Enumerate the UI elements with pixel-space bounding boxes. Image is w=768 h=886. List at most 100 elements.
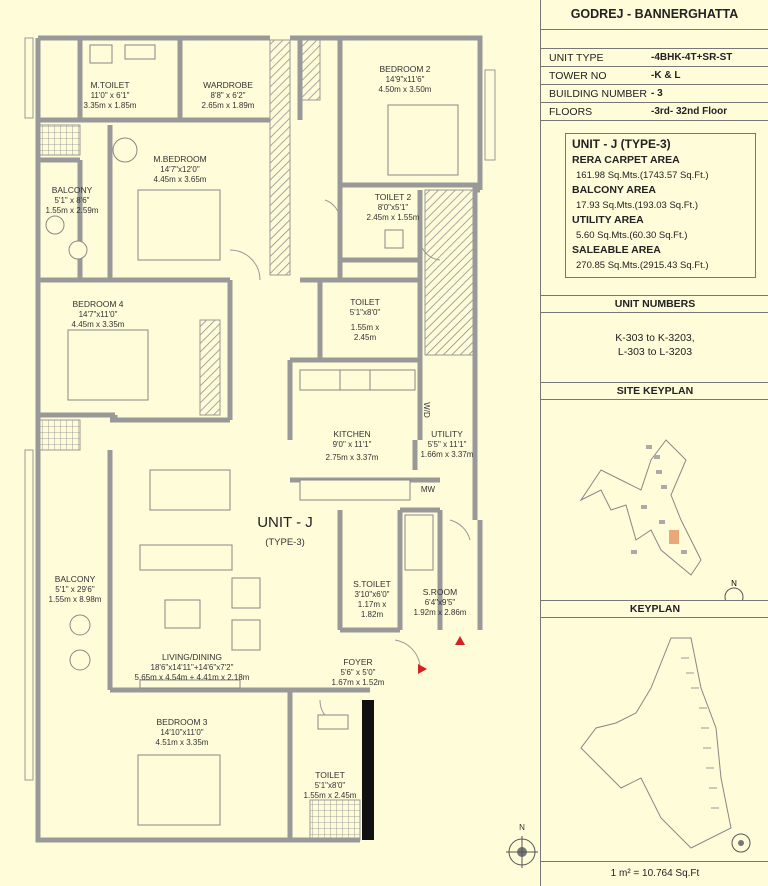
area-label-utility: UTILITY AREA: [572, 214, 644, 226]
window-left-top: [24, 37, 34, 119]
area-box: UNIT - J (TYPE-3) RERA CARPET AREA 161.9…: [565, 133, 756, 278]
balcony-grille: [39, 124, 81, 156]
highlighted-tower: [669, 530, 679, 544]
site-keyplan-compass-icon: N: [724, 579, 744, 607]
furniture: [45, 44, 459, 826]
armchair-2: [231, 619, 261, 651]
info-panel: GODREJ - BANNERGHATTA UNIT TYPE-4BHK-4T+…: [540, 0, 768, 886]
label-utility: UTILITY: [431, 429, 463, 439]
svg-text:1.55m x 2.59m: 1.55m x 2.59m: [46, 206, 99, 215]
basin-m-toilet: [124, 44, 156, 60]
label-foyer: FOYER: [343, 657, 372, 667]
svg-text:2.65m x 1.89m: 2.65m x 1.89m: [202, 101, 255, 110]
svg-text:18'6"x14'11"+14'6"x7'2": 18'6"x14'11"+14'6"x7'2": [151, 663, 234, 672]
label-balcony-1: BALCONY: [52, 185, 93, 195]
area-label-balcony: BALCONY AREA: [572, 184, 657, 196]
svg-text:6'4"x9'5": 6'4"x9'5": [425, 598, 456, 607]
svg-text:5.65m x 4.54m + 4.41m x 2.18m: 5.65m x 4.54m + 4.41m x 2.18m: [135, 673, 250, 682]
area-value-saleable: 270.85 Sq.Mts.(2915.43 Sq.Ft.): [576, 260, 709, 271]
bed-bedroom3: [137, 754, 221, 826]
label-washer: W/D: [422, 402, 431, 418]
label-m-bedroom: M.BEDROOM: [153, 154, 206, 164]
site-keyplan-title: SITE KEYPLAN: [541, 383, 768, 400]
site-keyplan-map: N: [579, 439, 744, 607]
label-toilet-bottom: TOILET: [315, 770, 345, 780]
label-living-dining: LIVING/DINING: [162, 652, 222, 662]
unit-numbers-section: UNIT NUMBERS K-303 to K-3203, L-303 to L…: [541, 295, 768, 381]
svg-text:5'1" x 8'6": 5'1" x 8'6": [55, 196, 90, 205]
svg-text:11'0" x 6'1": 11'0" x 6'1": [91, 91, 130, 100]
label-microwave: MW: [421, 485, 436, 494]
svg-text:5'5" x 11'1": 5'5" x 11'1": [428, 440, 467, 449]
svg-text:3.35m x 1.85m: 3.35m x 1.85m: [84, 101, 137, 110]
unit-title: UNIT - J: [257, 514, 313, 531]
wc-m-toilet: [89, 44, 113, 64]
svg-text:5'6" x 5'0": 5'6" x 5'0": [341, 668, 376, 677]
area-label-saleable: SALEABLE AREA: [572, 244, 661, 256]
tv-unit: [139, 679, 241, 689]
label-toilet-mid: TOILET: [350, 297, 380, 307]
svg-text:4.51m x 3.35m: 4.51m x 3.35m: [156, 738, 209, 747]
svg-text:4.45m x 3.65m: 4.45m x 3.65m: [154, 175, 207, 184]
bed-m-bedroom: [137, 189, 221, 261]
area-value-balcony: 17.93 Sq.Mts.(193.03 Sq.Ft.): [576, 200, 698, 211]
info-row-floors: FLOORS-3rd- 32nd Floor: [541, 103, 768, 121]
entry-marker-icon-2: [418, 664, 427, 674]
basin-toilet-bottom: [317, 714, 349, 730]
hob: [339, 369, 371, 391]
room-labels: M.TOILET 11'0" x 6'1" 3.35m x 1.85m WARD…: [46, 64, 474, 800]
coffee-table: [164, 599, 201, 629]
label-bedroom3: BEDROOM 3: [156, 717, 207, 727]
svg-text:1.66m x 3.37m: 1.66m x 3.37m: [421, 450, 474, 459]
area-title: UNIT - J (TYPE-3): [572, 137, 671, 151]
svg-text:N: N: [519, 823, 525, 832]
dining-table: [149, 469, 231, 511]
svg-text:4.50m x 3.50m: 4.50m x 3.50m: [379, 85, 432, 94]
label-bedroom4: BEDROOM 4: [72, 299, 123, 309]
unit-numbers-line: L-303 to L-3203: [617, 346, 693, 358]
svg-text:5'1"x8'0": 5'1"x8'0": [350, 308, 381, 317]
label-toilet2: TOILET 2: [375, 192, 412, 202]
floor-plan: M.TOILET 11'0" x 6'1" 3.35m x 1.85m WARD…: [24, 35, 538, 868]
info-row-building: BUILDING NUMBER- 3: [541, 85, 768, 103]
svg-text:1.82m: 1.82m: [361, 610, 384, 619]
window-right: [484, 69, 496, 161]
svg-text:8'0"x5'1": 8'0"x5'1": [378, 203, 409, 212]
label-s-room: S.ROOM: [423, 587, 457, 597]
svg-text:14'7"x11'0": 14'7"x11'0": [79, 310, 118, 319]
scale-note: 1 m² = 10.764 Sq.Ft: [541, 861, 768, 886]
svg-text:2.45m: 2.45m: [354, 333, 377, 342]
label-bedroom2: BEDROOM 2: [379, 64, 430, 74]
svg-text:N: N: [731, 579, 737, 588]
bed-bedroom4: [67, 329, 149, 401]
svg-text:2.45m x 1.55m: 2.45m x 1.55m: [367, 213, 420, 222]
bed-bedroom2: [387, 104, 459, 176]
svg-text:1.55m x 8.98m: 1.55m x 8.98m: [49, 595, 102, 604]
label-m-toilet: M.TOILET: [90, 80, 129, 90]
armchair-1: [231, 577, 261, 609]
window-left-long: [24, 449, 34, 781]
svg-text:9'0" x 11'1": 9'0" x 11'1": [333, 440, 372, 449]
svg-text:1.67m x 1.52m: 1.67m x 1.52m: [332, 678, 385, 687]
svg-text:1.55m x 2.45m: 1.55m x 2.45m: [304, 791, 357, 800]
label-wardrobe: WARDROBE: [203, 80, 253, 90]
svg-text:3'10"x6'0": 3'10"x6'0": [355, 590, 390, 599]
unit-subtitle: (TYPE-3): [265, 537, 305, 548]
sofa: [139, 544, 233, 571]
wc-toilet2: [384, 229, 404, 249]
unit-numbers-line: K-303 to K-3203,: [615, 332, 695, 344]
area-label-rera: RERA CARPET AREA: [572, 154, 680, 166]
keyplan-compass-icon: [731, 833, 751, 853]
svg-text:14'7"x12'0": 14'7"x12'0": [160, 165, 200, 174]
compass-icon: N: [506, 823, 538, 868]
svg-text:1.55m x: 1.55m x: [351, 323, 379, 332]
entry-marker-icon: [455, 636, 465, 645]
info-row-unit-type: UNIT TYPE-4BHK-4T+SR-ST: [541, 49, 768, 67]
project-title: GODREJ - BANNERGHATTA: [541, 0, 768, 30]
label-kitchen: KITCHEN: [333, 429, 370, 439]
svg-text:4.45m x 3.35m: 4.45m x 3.35m: [72, 320, 125, 329]
svg-text:8'8" x 6'2": 8'8" x 6'2": [211, 91, 246, 100]
info-row-tower: TOWER NO-K & L: [541, 67, 768, 85]
duct-hatch: [424, 189, 476, 356]
svg-text:14'10"x11'0": 14'10"x11'0": [160, 728, 203, 737]
